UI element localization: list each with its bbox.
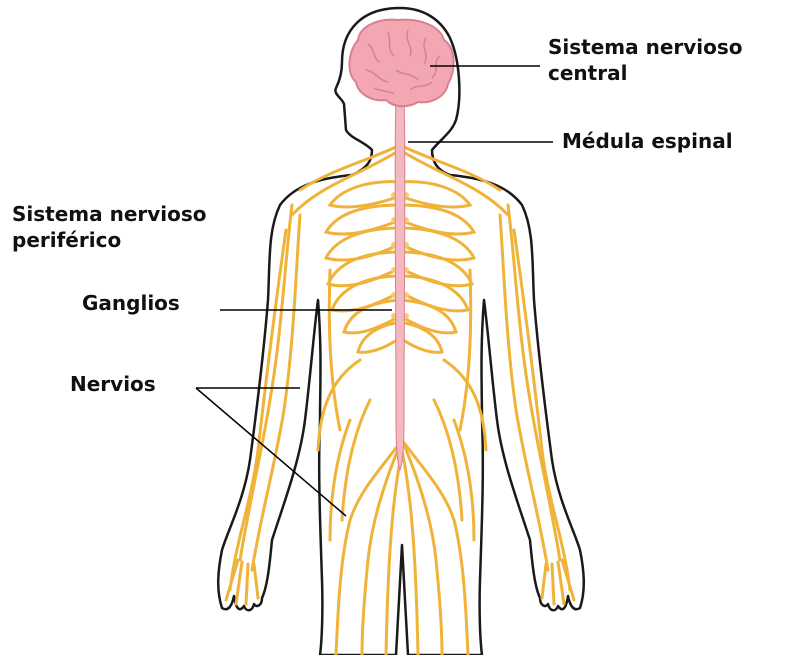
- label-central-nervous-system: Sistema nervioso central: [548, 34, 743, 86]
- label-ganglia: Ganglios: [82, 290, 180, 316]
- label-line: Sistema nervioso: [12, 201, 207, 227]
- label-spinal-cord: Médula espinal: [562, 128, 733, 154]
- label-line: periférico: [12, 227, 207, 253]
- brain: [349, 20, 453, 107]
- label-nerves: Nervios: [70, 371, 156, 397]
- spinal-cord: [395, 100, 405, 470]
- label-peripheral-nervous-system: Sistema nervioso periférico: [12, 201, 207, 253]
- label-line: Sistema nervioso: [548, 34, 743, 60]
- label-line: central: [548, 60, 743, 86]
